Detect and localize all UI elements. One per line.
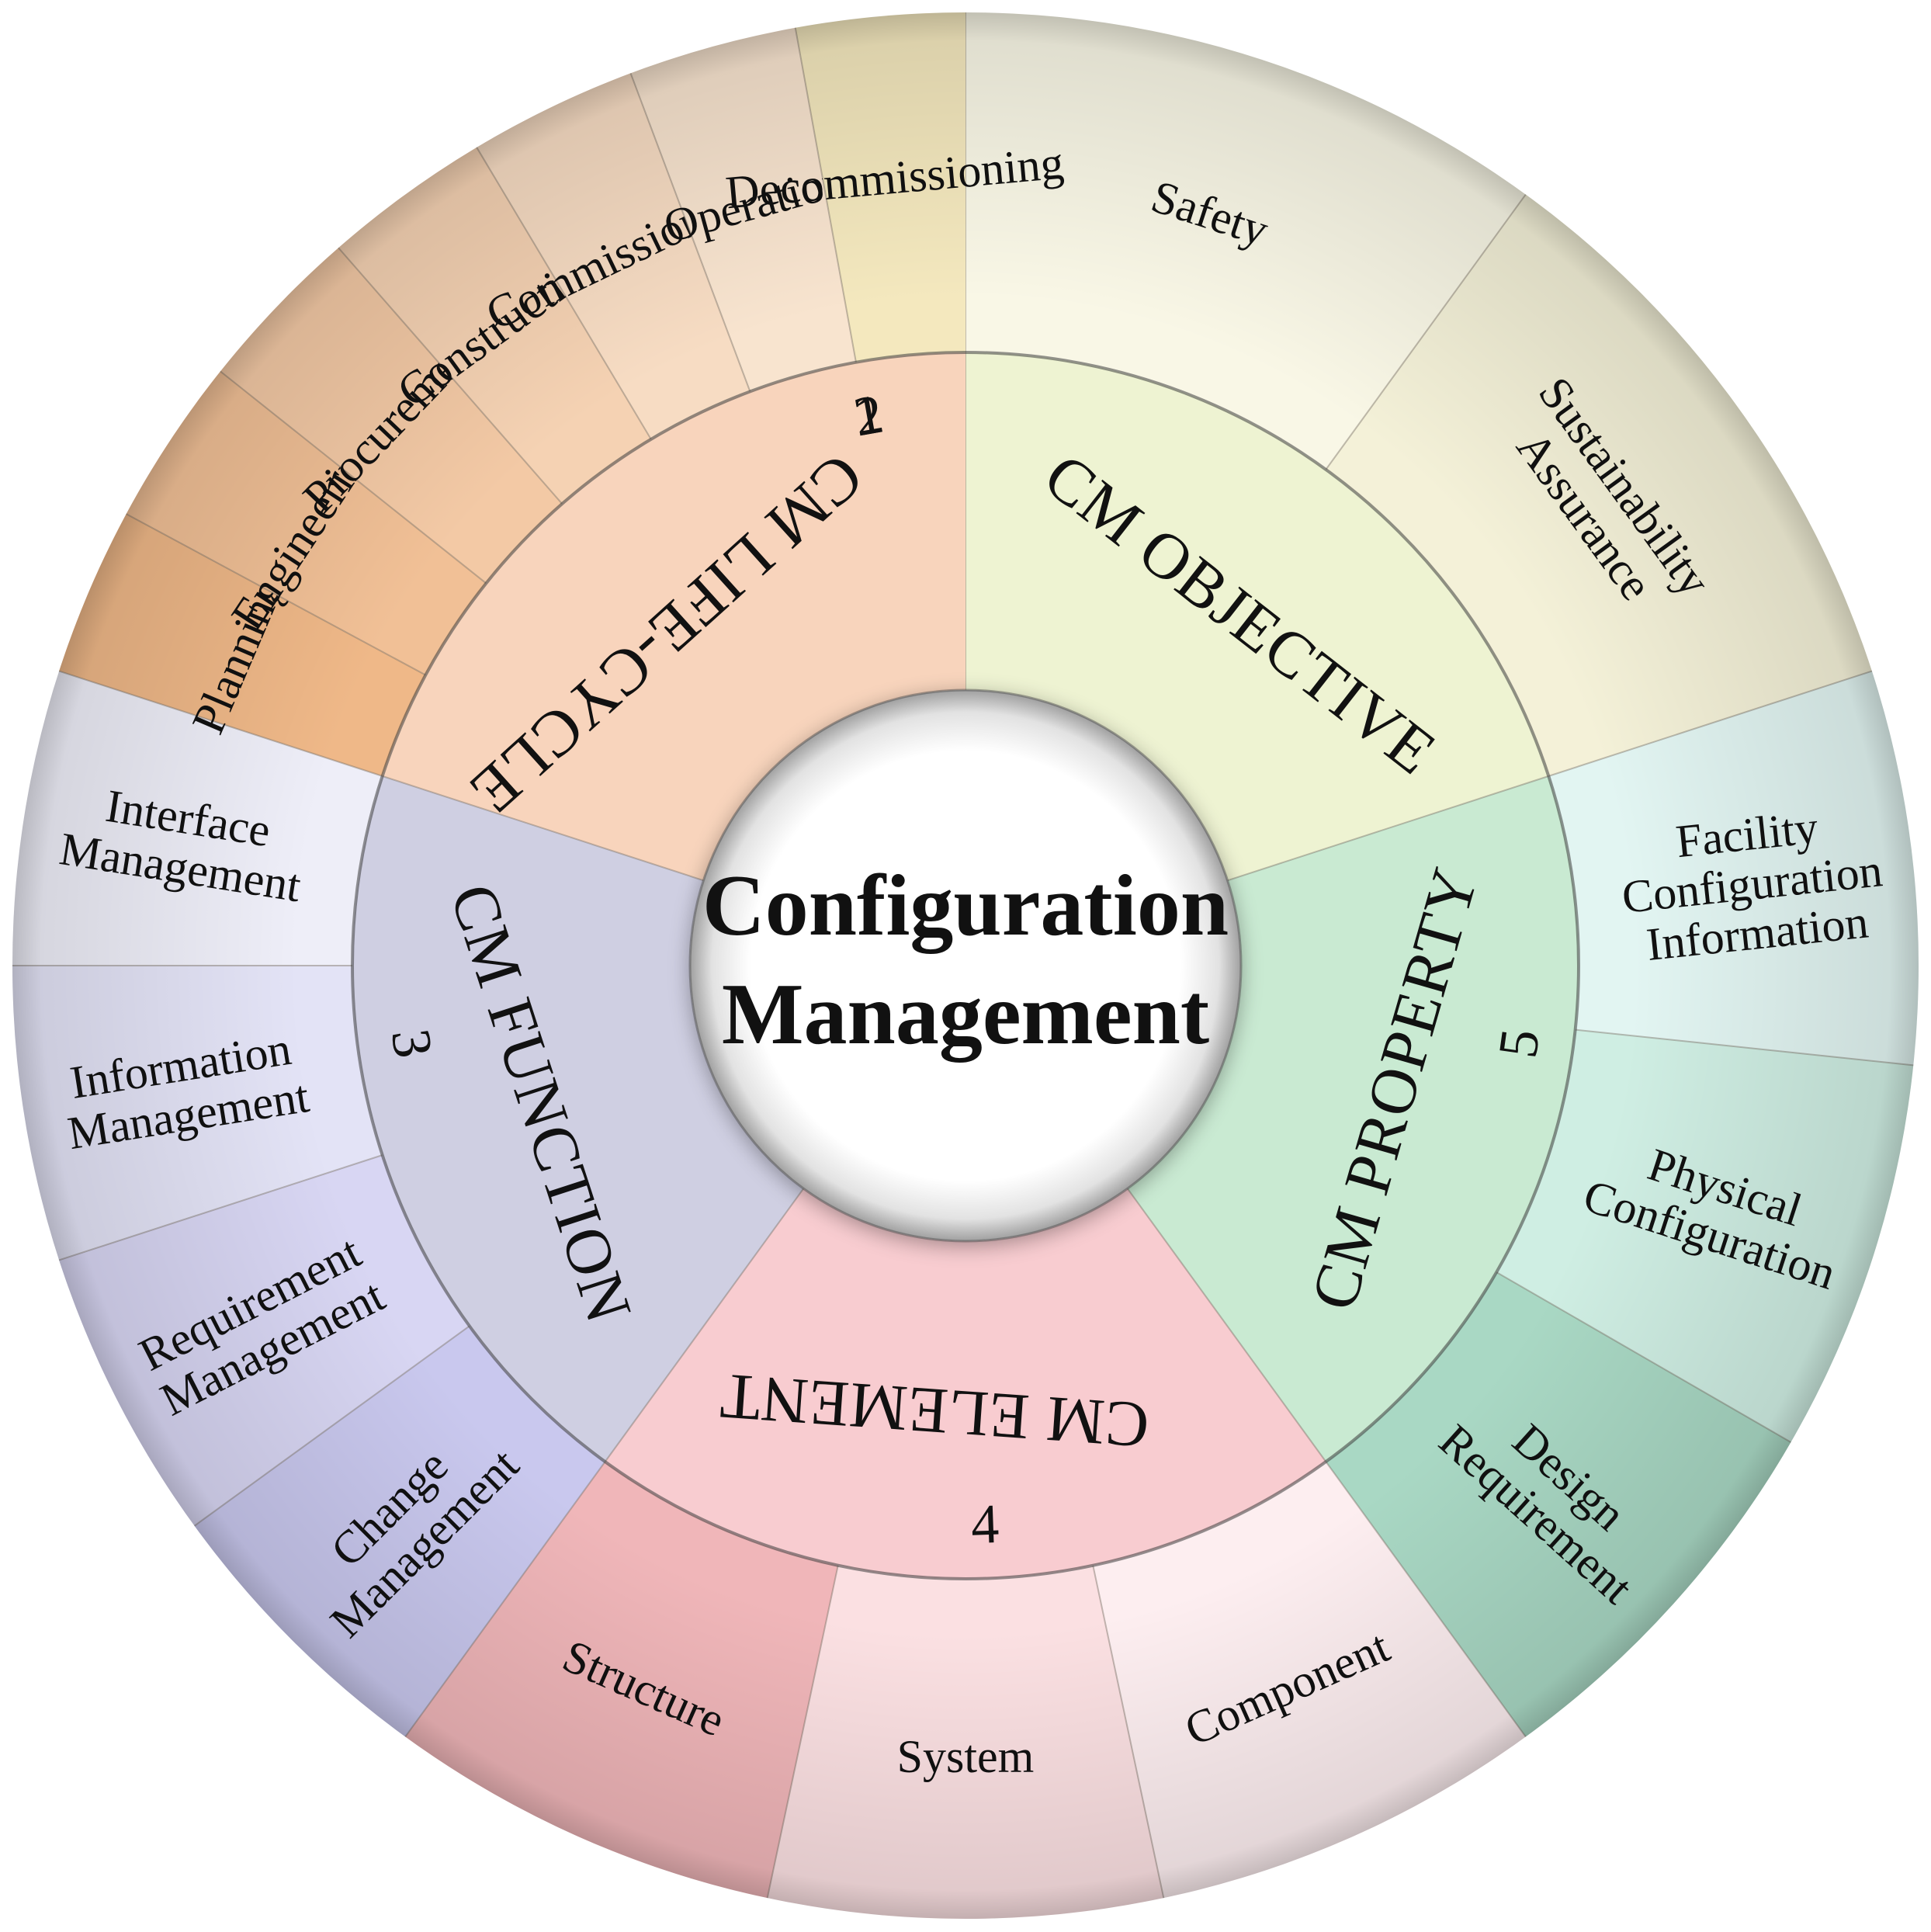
ring-boundary <box>351 351 1580 1580</box>
center-title-line: Management <box>722 966 1209 1063</box>
center-title-line: Configuration <box>702 858 1229 954</box>
center-outline <box>688 689 1243 1243</box>
center-circle <box>690 690 1241 1241</box>
ring-number-element: 4 <box>970 1493 1000 1556</box>
